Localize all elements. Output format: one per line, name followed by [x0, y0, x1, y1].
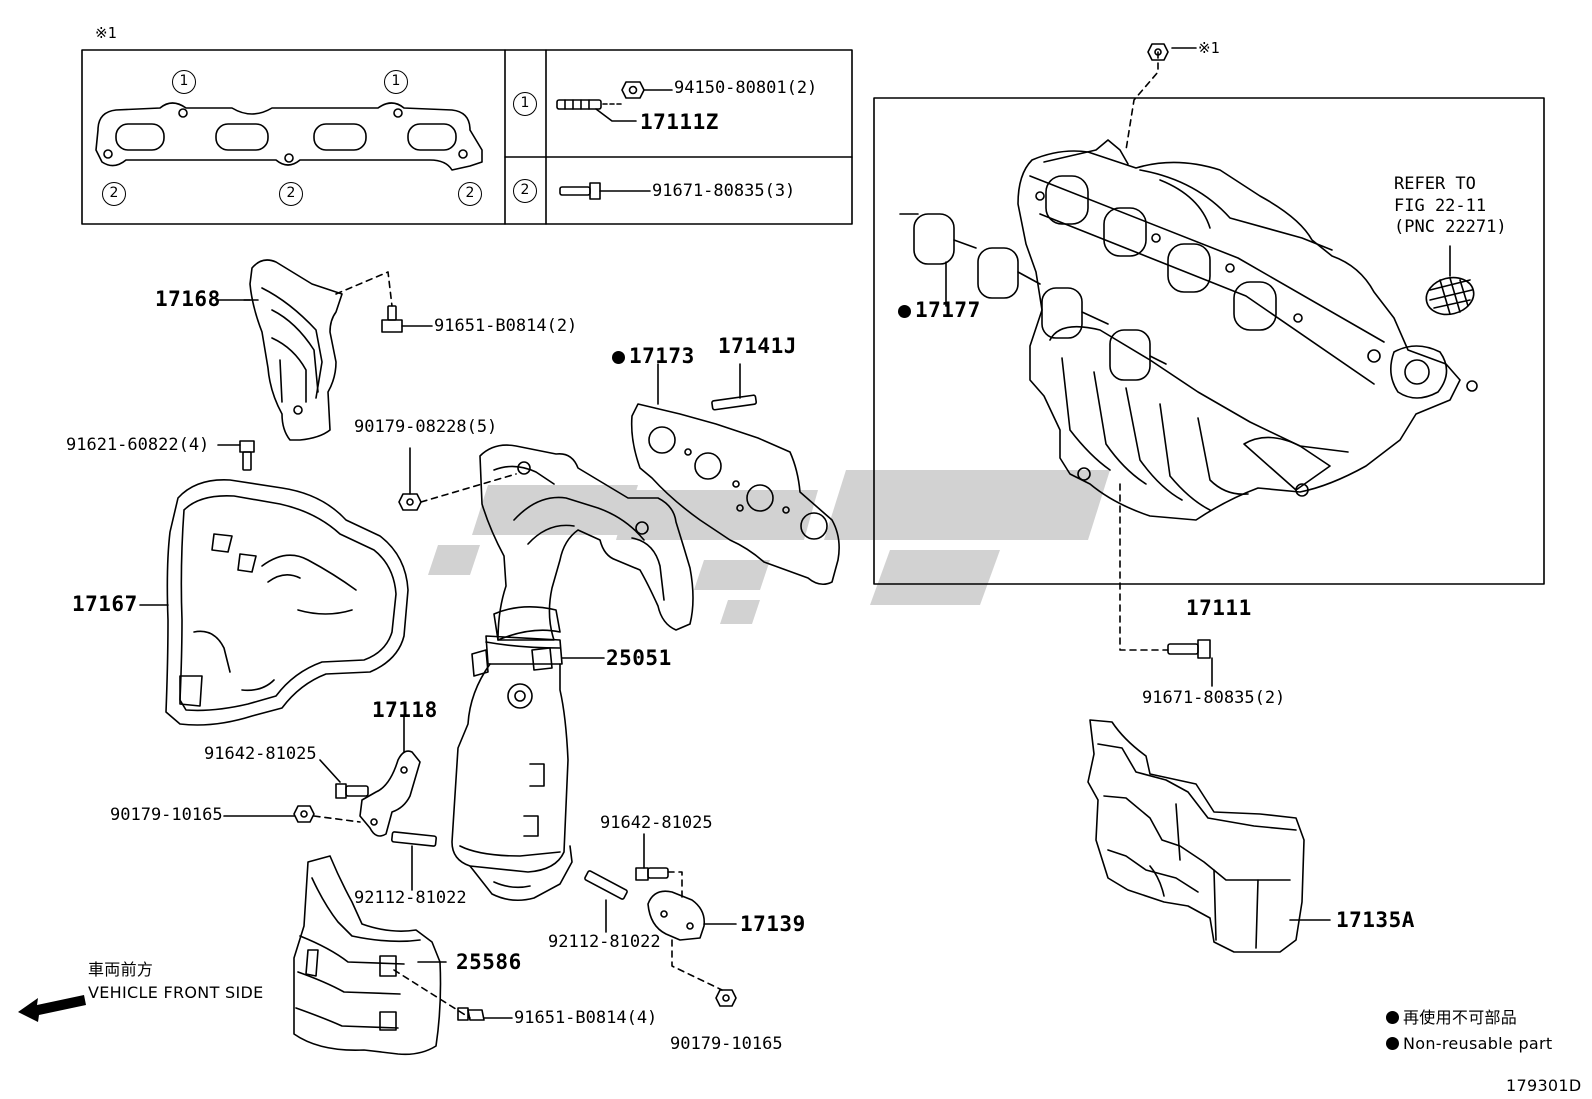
bolt-91642-right — [635, 833, 683, 899]
inset-table — [81, 49, 853, 225]
diagram-id: 179301D — [1506, 1076, 1582, 1095]
part-17177: 17177 — [898, 300, 981, 321]
gasket-circle-2b: 2 — [279, 182, 303, 206]
gasket-17173 — [630, 403, 840, 586]
intake-manifold-17111 — [1017, 139, 1478, 521]
heat-insulator-25586 — [293, 855, 442, 1056]
refer-line-1: REFER TO — [1394, 174, 1476, 194]
non-reusable-dot — [898, 305, 911, 318]
part-90179-10165-left: 90179-10165 — [110, 805, 223, 825]
gasket-circle-1a: 1 — [172, 70, 196, 94]
part-25051: 25051 — [606, 646, 672, 670]
bolt-91651-top — [381, 305, 433, 333]
bolt-91671-main — [1167, 639, 1213, 687]
gasket-17177 — [899, 213, 1167, 381]
nut-note-mark: ※1 — [1198, 39, 1220, 57]
legend-jp-text: 再使用不可部品 — [1403, 1008, 1518, 1027]
part-90179-08228: 90179-08228(5) — [354, 417, 498, 437]
part-17141j: 17141J — [718, 334, 797, 358]
bolt-91651-bottom — [457, 1007, 513, 1021]
part-17111z: 17111Z — [640, 110, 719, 134]
part-17168: 17168 — [155, 287, 221, 311]
row2-circle: 2 — [513, 179, 537, 203]
stud-92112-right — [584, 870, 628, 933]
legend-dot-jp — [1386, 1011, 1399, 1024]
dashed-main-bolt — [1119, 483, 1169, 651]
vehicle-front-arrow — [18, 995, 86, 1022]
part-17111: 17111 — [1186, 596, 1252, 620]
stud-17141j — [711, 363, 758, 411]
nut-90179-10165-bottom — [715, 989, 737, 1007]
inset-gasket-drawing — [95, 102, 483, 171]
part-17177-number: 17177 — [915, 298, 981, 322]
part-90179-10165-bottom: 90179-10165 — [670, 1034, 783, 1054]
part-17173-number: 17173 — [629, 344, 695, 368]
part-25586: 25586 — [456, 950, 522, 974]
heat-insulator-17168 — [243, 259, 343, 441]
nut-top — [1147, 43, 1197, 61]
part-17173: 17173 — [612, 346, 695, 367]
part-17135a: 17135A — [1336, 908, 1415, 932]
insulator-17135a — [1087, 719, 1305, 953]
part-17167: 17167 — [72, 592, 138, 616]
bolt-91642-left — [319, 759, 369, 799]
part-17139: 17139 — [740, 912, 806, 936]
bracket-17139 — [647, 890, 737, 991]
mesh-filter — [1425, 245, 1475, 316]
dashed-25586 — [393, 969, 471, 1019]
gasket-circle-2c: 2 — [458, 182, 482, 206]
gasket-circle-1b: 1 — [384, 70, 408, 94]
vehicle-front-jp: 車両前方 — [88, 960, 154, 979]
nut-90179-08228 — [398, 447, 517, 511]
non-reusable-dot — [612, 351, 625, 364]
part-91651-b0814-2: 91651-B0814(2) — [434, 316, 578, 336]
part-91621-60822: 91621-60822(4) — [66, 435, 210, 455]
stud-92112-left — [390, 831, 438, 891]
part-91642-81025-right: 91642-81025 — [600, 813, 713, 833]
bolt-91621 — [217, 440, 255, 471]
part-91642-81025-left: 91642-81025 — [204, 744, 317, 764]
heat-insulator-17167 — [165, 479, 409, 726]
part-91671-80835-2: 91671-80835(2) — [1142, 688, 1286, 708]
nut-90179-10165-left — [223, 805, 361, 823]
intake-manifold-frame — [873, 97, 1545, 585]
legend-dot-en — [1386, 1037, 1399, 1050]
legend-en: Non-reusable part — [1386, 1036, 1552, 1052]
legend-en-text: Non-reusable part — [1403, 1034, 1553, 1053]
legend-jp: 再使用不可部品 — [1386, 1010, 1517, 1026]
inset-note-mark: ※1 — [95, 24, 117, 42]
part-92112-81022-right: 92112-81022 — [548, 932, 661, 952]
gasket-circle-2a: 2 — [102, 182, 126, 206]
refer-line-3: (PNC 22271) — [1394, 217, 1507, 237]
row1-circle: 1 — [513, 92, 537, 116]
vehicle-front-en: VEHICLE FRONT SIDE — [88, 983, 264, 1002]
exhaust-manifold-25051 — [451, 444, 694, 902]
watermark-logo — [428, 470, 1110, 624]
part-94150-80801: 94150-80801(2) — [674, 78, 818, 98]
part-91671-80835-3: 91671-80835(3) — [652, 181, 796, 201]
dashed-top-nut — [1125, 51, 1159, 151]
bracket-17118 — [359, 715, 421, 837]
inset-fasteners — [556, 81, 673, 200]
part-91651-b0814-4: 91651-B0814(4) — [514, 1008, 658, 1028]
refer-line-2: FIG 22-11 — [1394, 196, 1487, 216]
dashed-17168 — [335, 271, 393, 307]
part-92112-81022-left: 92112-81022 — [354, 888, 467, 908]
part-17118: 17118 — [372, 698, 438, 722]
